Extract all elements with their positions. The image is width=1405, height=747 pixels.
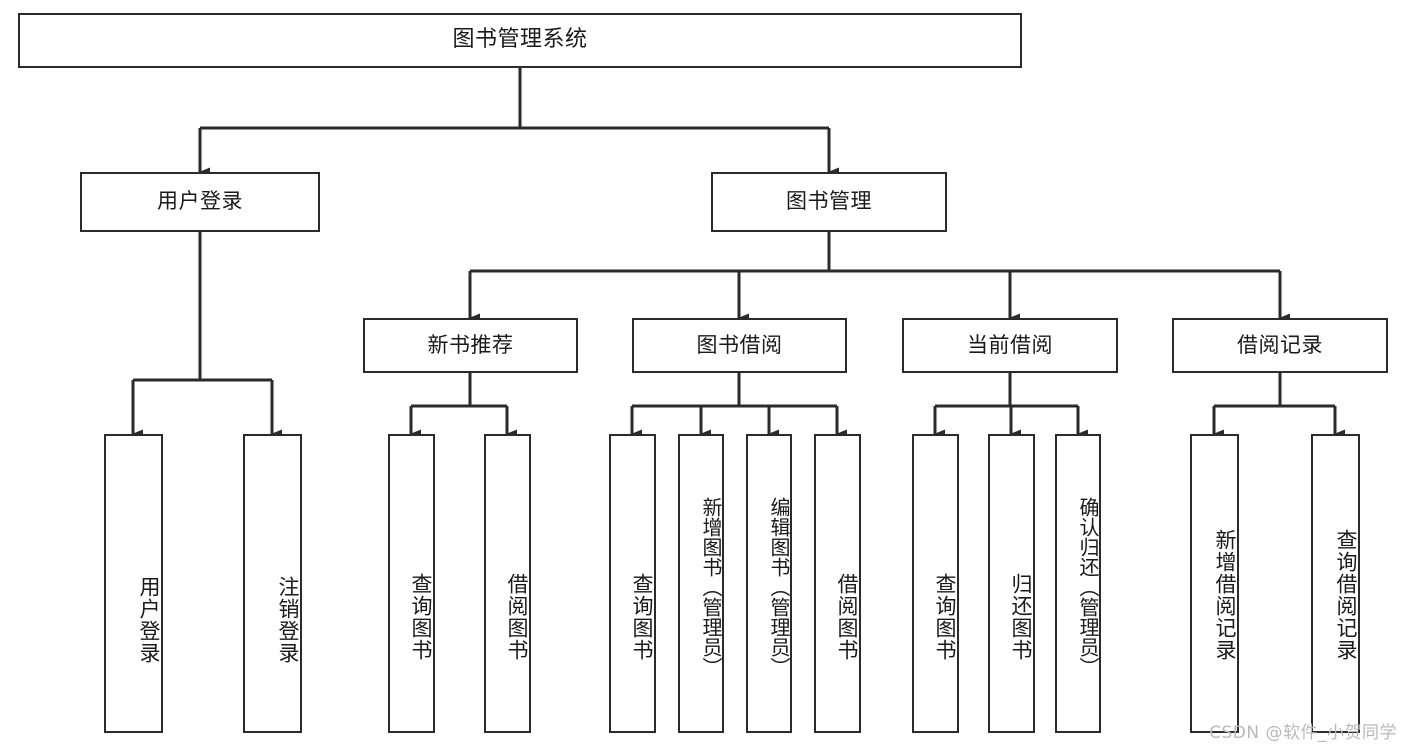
node-leaf-add-borrow-record[interactable]: 新增借阅记录	[1190, 434, 1239, 733]
node-level3-book-borrow[interactable]: 图书借阅	[632, 318, 847, 373]
node-level2-book-management[interactable]: 图书管理	[711, 172, 947, 232]
csdn-watermark: CSDN @软件_小贺同学	[1209, 723, 1397, 743]
node-root[interactable]: 图书管理系统	[18, 13, 1022, 68]
node-leaf-query-books-current[interactable]: 查询图书	[912, 434, 959, 733]
node-leaf-logout[interactable]: 注销登录	[243, 434, 302, 733]
node-leaf-confirm-return-admin[interactable]: 确认归还（管理员）	[1055, 434, 1101, 733]
node-leaf-borrow-books-recommend[interactable]: 借阅图书	[484, 434, 531, 733]
connector-lines	[131, 68, 1345, 439]
node-leaf-add-book-admin[interactable]: 新增图书（管理员）	[678, 434, 724, 733]
node-leaf-query-borrow-record[interactable]: 查询借阅记录	[1311, 434, 1360, 733]
node-level3-borrow-records[interactable]: 借阅记录	[1172, 318, 1388, 373]
node-level2-user-login[interactable]: 用户登录	[80, 172, 320, 232]
node-leaf-query-books-recommend[interactable]: 查询图书	[388, 434, 435, 733]
node-level3-new-book-recommend[interactable]: 新书推荐	[363, 318, 578, 373]
node-leaf-user-login[interactable]: 用户登录	[104, 434, 163, 733]
node-leaf-edit-book-admin[interactable]: 编辑图书（管理员）	[746, 434, 792, 733]
node-leaf-query-books-borrow[interactable]: 查询图书	[609, 434, 656, 733]
node-leaf-return-books[interactable]: 归还图书	[988, 434, 1035, 733]
node-leaf-borrow-books[interactable]: 借阅图书	[814, 434, 861, 733]
node-level3-current-borrow[interactable]: 当前借阅	[902, 318, 1118, 373]
